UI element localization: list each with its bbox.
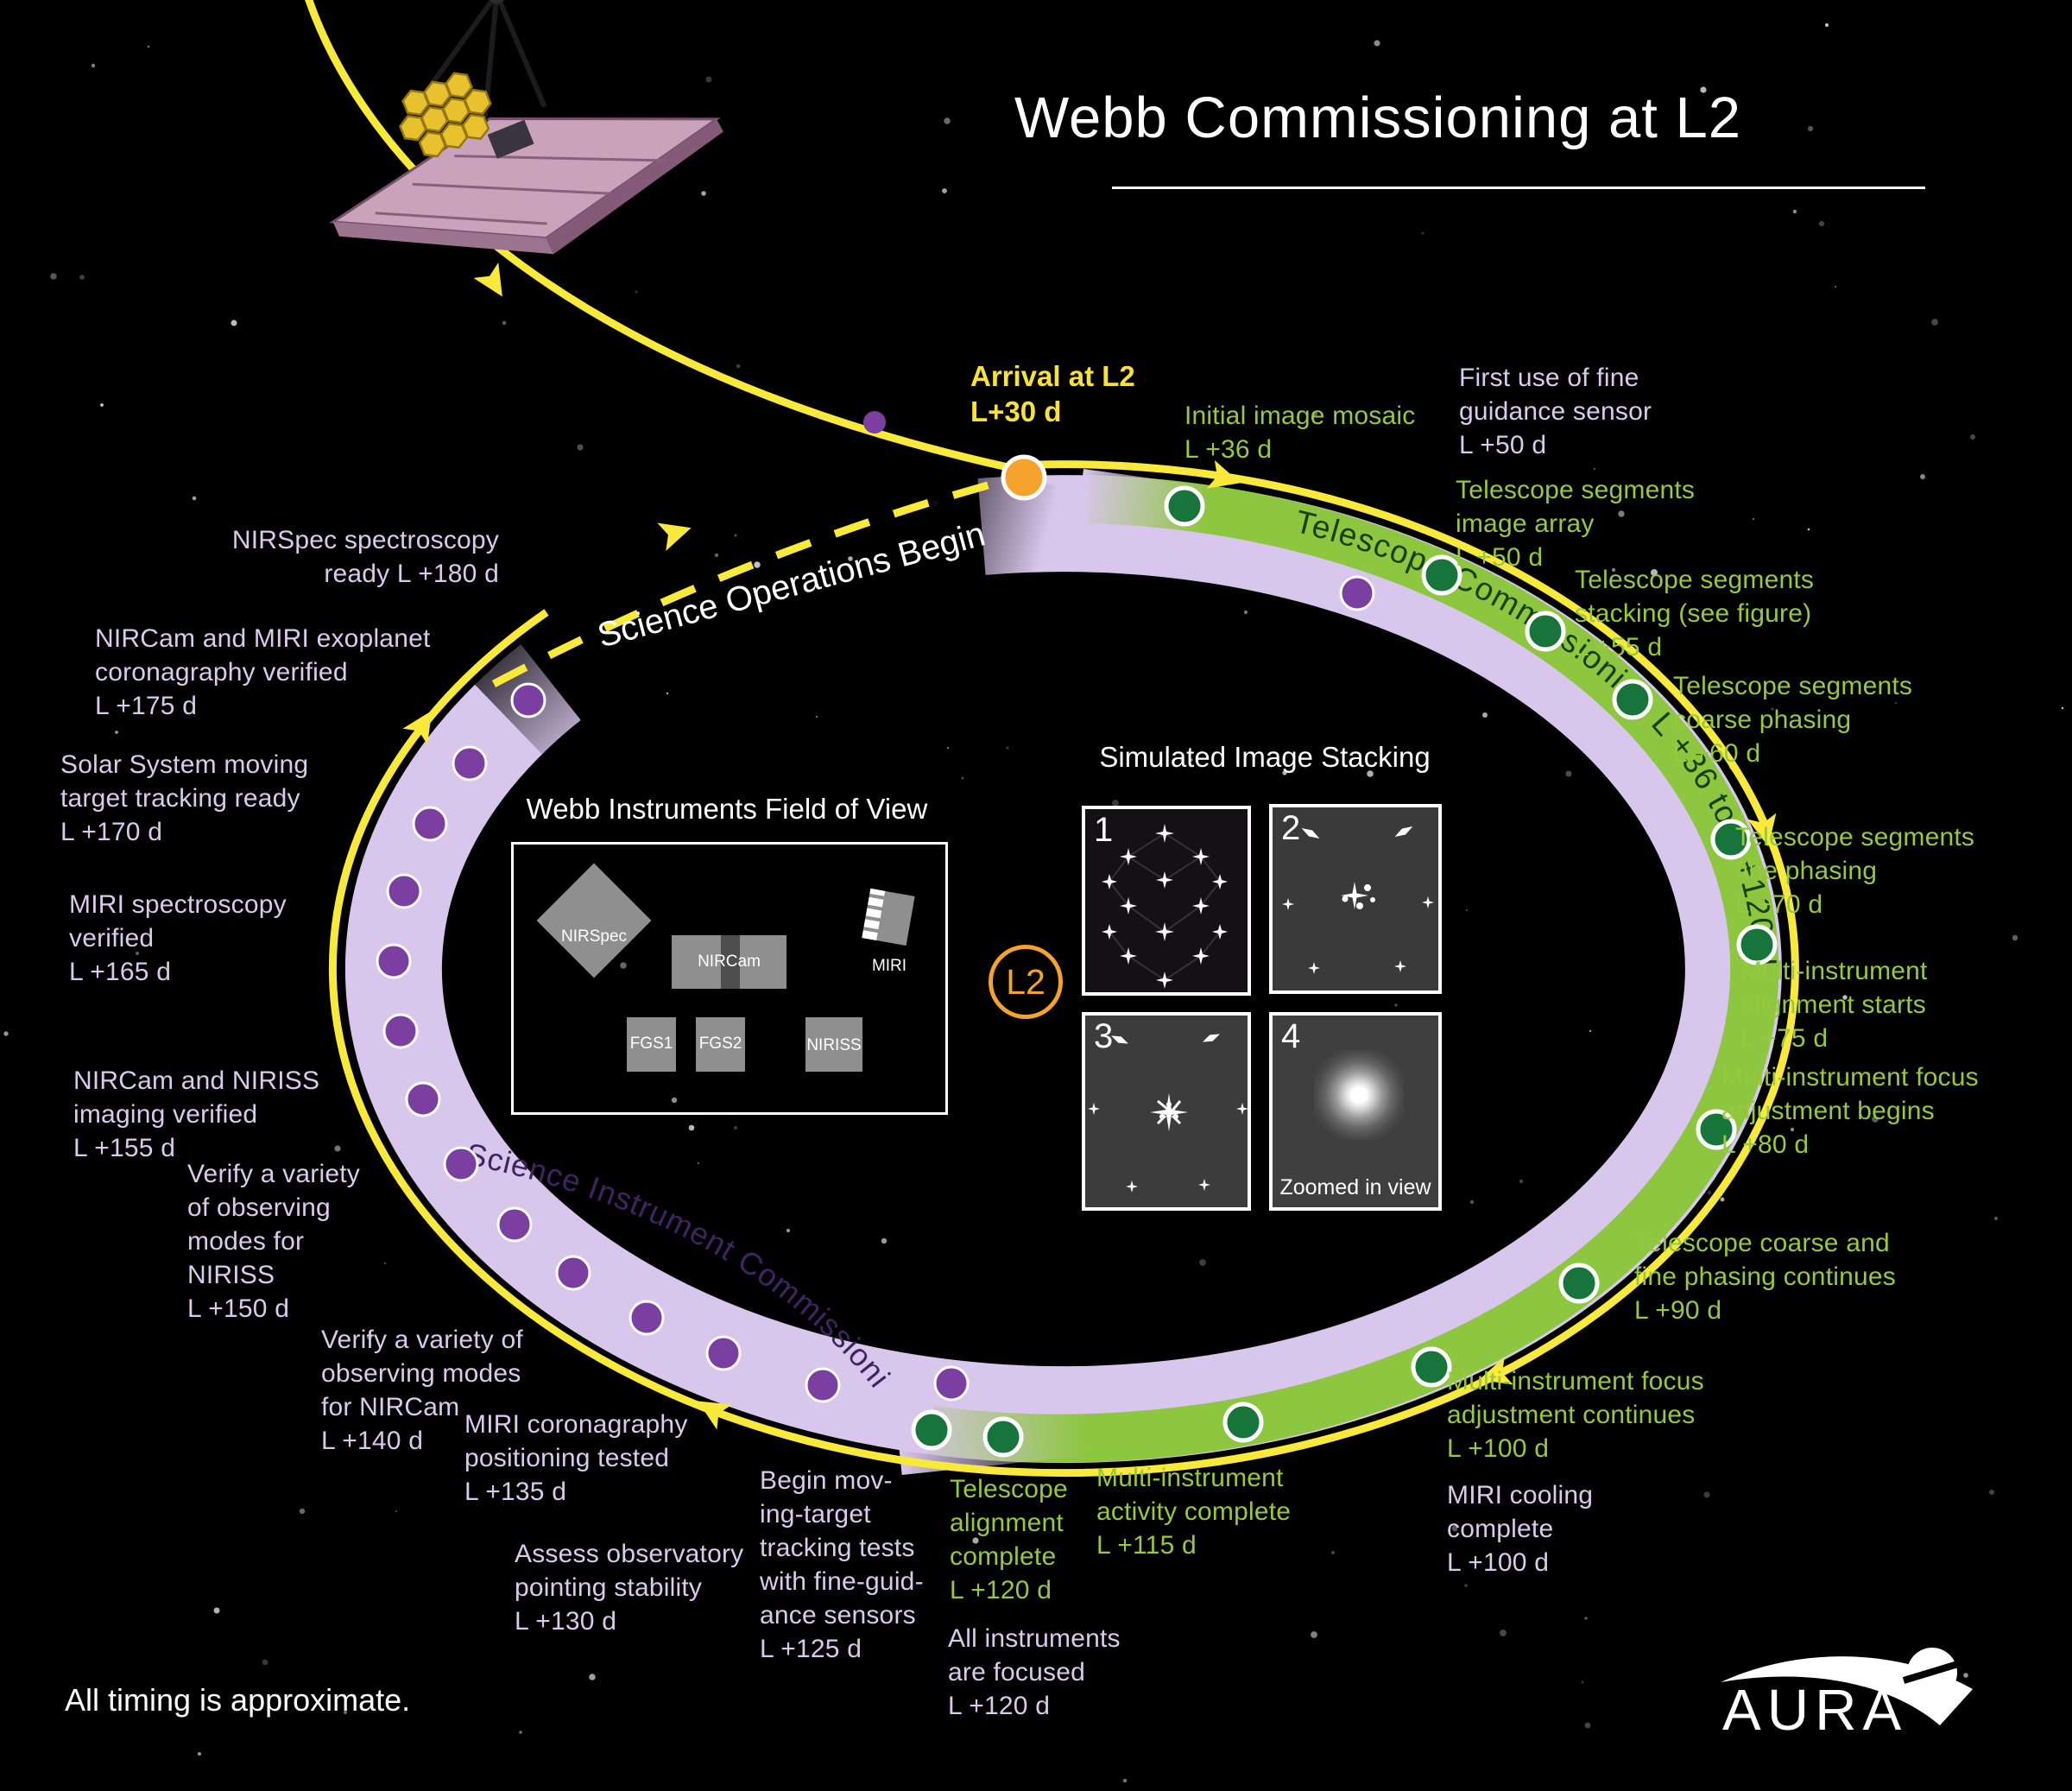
- orbit-line: [328, 460, 1799, 1478]
- footnote: All timing is approximate.: [65, 1682, 411, 1718]
- trajectory-arrow: [473, 262, 515, 305]
- milestone-l170-target-tracking: Solar System moving target tracking read…: [60, 750, 309, 846]
- title-underline: [1112, 187, 1925, 189]
- stacking-panel-2: 2: [1269, 804, 1442, 994]
- milestone-l120-instruments-focused: All instruments are focused L +120 d: [948, 1624, 1121, 1720]
- nirspec-label: NIRSpec: [560, 927, 628, 946]
- aura-logo-text: AURA: [1722, 1678, 1908, 1743]
- milestone-l100-focus-continues: Multi-instrument focus adjustment contin…: [1447, 1367, 1704, 1463]
- milestone-l115-activity-complete: Multi-instrument activity complete L +11…: [1096, 1464, 1292, 1560]
- milestone-l130-pointing-stability: Assess observatory pointing stability L …: [515, 1540, 744, 1636]
- science-milestone-dots: [376, 411, 1375, 1403]
- milestone-l120-alignment-complete: Telescope alignment complete L +120 d: [950, 1475, 1068, 1604]
- niriss-fov-shape: [805, 1017, 862, 1072]
- fgs1-fov-shape: [627, 1017, 676, 1072]
- band-gap-fade-left: [439, 491, 727, 778]
- l2-label: L2: [1006, 961, 1045, 1002]
- stacking-title: Simulated Image Stacking: [1099, 741, 1431, 773]
- dashed-line-arrow: [657, 513, 696, 552]
- stacking-panel-3: 3: [1082, 1012, 1251, 1211]
- fov-title: Webb Instruments Field of View: [526, 793, 928, 825]
- nircam-label: NIRCam: [698, 952, 761, 971]
- miri-label: MIRI: [871, 957, 907, 975]
- panel2-number: 2: [1281, 809, 1301, 847]
- milestone-l50-fine-guidance-sensor: First use of fine guidance sensor L +50 …: [1459, 364, 1652, 459]
- panel4-psf-blob: [1314, 1050, 1404, 1140]
- milestone-l70-fine-phasing: Telescope segments fine phasing L +70 d: [1735, 823, 1975, 919]
- panel1-stars: [1102, 824, 1228, 989]
- milestone-l50-image-array: Telescope segments image array L +50 d: [1456, 476, 1696, 572]
- panel4-caption: Zoomed in view: [1279, 1175, 1431, 1199]
- milestone-l165-miri-spectroscopy: MIRI spectroscopy verified L +165 d: [69, 890, 287, 986]
- nirspec-fov-shape: [536, 863, 652, 978]
- science-ops-dashed-line: [491, 477, 1005, 687]
- l2-marker: L2: [989, 945, 1063, 1019]
- panel2-stars: [1282, 826, 1434, 974]
- milestone-l75-alignment-starts: Multi-instrument alignment starts L +75 …: [1740, 957, 1928, 1053]
- milestone-l140-nircam-modes: Verify a variety of observing modes for …: [321, 1326, 523, 1455]
- milestone-l100-miri-cooling: MIRI cooling complete L +100 d: [1447, 1481, 1594, 1577]
- panel3-stars: [1088, 1034, 1248, 1193]
- nircam-gap: [721, 935, 740, 989]
- milestone-l155-imaging-verified: NIRCam and NIRISS imaging verified L +15…: [73, 1066, 320, 1162]
- jwst-illustration: [329, 0, 723, 255]
- milestone-l80-focus-begins: Multi-instrument focus adjustment begins…: [1721, 1063, 1979, 1159]
- fgs1-label: FGS1: [629, 1035, 673, 1053]
- page-title: Webb Commissioning at L2: [1014, 85, 1742, 150]
- milestone-l175-coronagraphy-verified: NIRCam and MIRI exoplanet coronagraphy v…: [95, 624, 431, 720]
- panel1-number: 1: [1094, 811, 1114, 849]
- arrival-label: Arrival at L2 L+30 d: [970, 360, 1135, 427]
- aura-logo: AURA: [1714, 1632, 2025, 1779]
- arrival-dot: [1001, 454, 1047, 501]
- milestone-l180-nirspec-ready: NIRSpec spectroscopy ready L +180 d: [231, 526, 499, 588]
- milestone-l125-moving-target-tests: Begin mov- ing-target tracking tests wit…: [760, 1466, 924, 1663]
- stacking-panel-4: 4 Zoomed in view: [1269, 1012, 1442, 1211]
- milestone-l90-phasing-continues: Telescope coarse and fine phasing contin…: [1634, 1229, 1896, 1325]
- niriss-label: NIRISS: [806, 1036, 862, 1054]
- stacking-panel-1: 1: [1082, 806, 1251, 996]
- panel4-number: 4: [1281, 1017, 1301, 1055]
- trajectory-line: [305, 0, 1037, 478]
- fgs2-label: FGS2: [698, 1035, 742, 1053]
- telescope-milestone-dots: [911, 485, 1778, 1458]
- fgs2-fov-shape: [696, 1017, 745, 1072]
- milestone-l36-initial-image-mosaic: Initial image mosaic L +36 d: [1184, 402, 1416, 464]
- milestone-l135-miri-coronagraphy: MIRI coronagraphy positioning tested L +…: [464, 1410, 688, 1506]
- milestone-l60-coarse-phasing: Telescope segments coarse phasing L +60 …: [1673, 672, 1913, 768]
- milestone-l150-niriss-modes: Verify a variety of observing modes for …: [187, 1160, 360, 1323]
- panel3-number: 3: [1094, 1017, 1114, 1055]
- fov-box: NIRSpec NIRCam MIRI FGS1 FGS2 NIRISS: [511, 842, 948, 1115]
- aura-logo-swoosh: [1721, 1648, 1973, 1725]
- milestone-l55-segment-stacking: Telescope segments stacking (see figure)…: [1575, 566, 1815, 661]
